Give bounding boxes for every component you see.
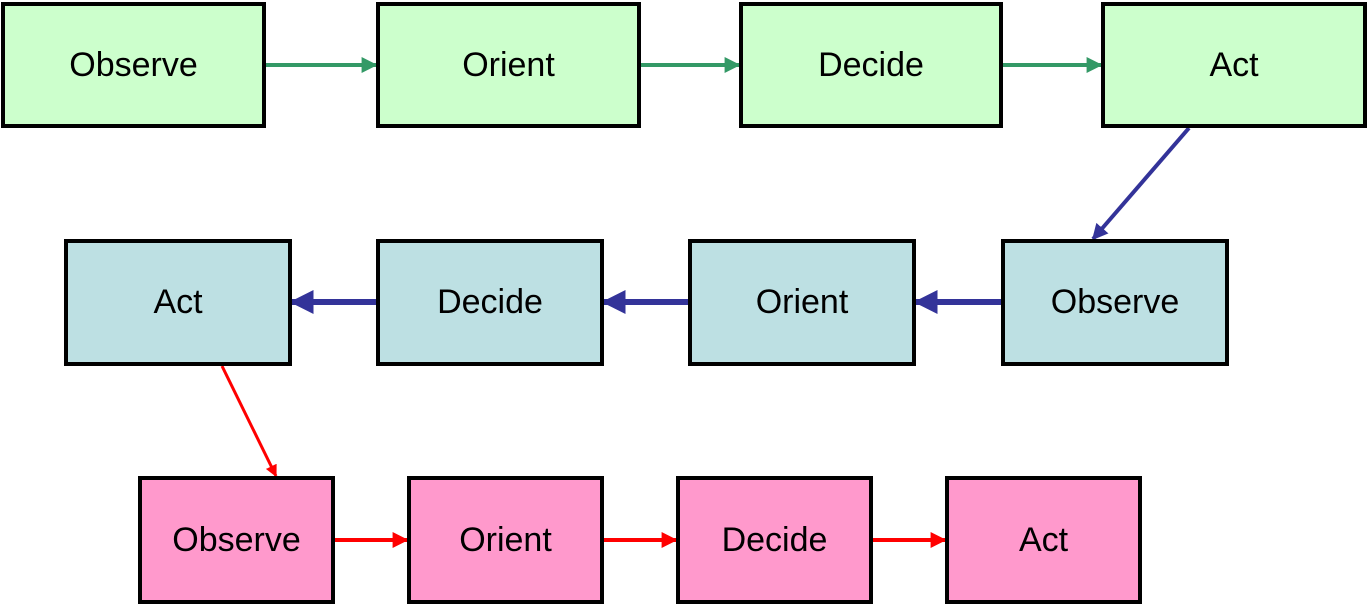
- row2-act-node: Act: [64, 239, 292, 366]
- row3-decide-node: Decide: [676, 476, 873, 604]
- row3-orient-node: Orient: [407, 476, 604, 604]
- row1-observe-node: Observe: [1, 2, 266, 128]
- row3-act-node: Act: [945, 476, 1142, 604]
- arrow-act-to-observe-2: [1091, 126, 1191, 241]
- row2-observe-node: Observe: [1001, 239, 1229, 366]
- row1-orient-node: Orient: [376, 2, 641, 128]
- row3-observe-node: Observe: [138, 476, 335, 604]
- arrow-act-to-observe-3: [220, 365, 278, 478]
- row1-decide-node: Decide: [739, 2, 1003, 128]
- row2-orient-node: Orient: [688, 239, 916, 366]
- row1-act-node: Act: [1101, 2, 1367, 128]
- row2-decide-node: Decide: [376, 239, 604, 366]
